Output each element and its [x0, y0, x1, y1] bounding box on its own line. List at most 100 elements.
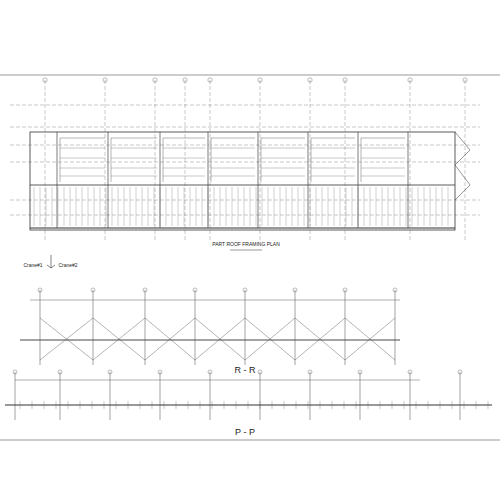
purlin	[111, 158, 157, 159]
stiffener	[404, 401, 405, 409]
frame-line	[358, 132, 359, 228]
stiffener	[152, 401, 153, 409]
bracing	[295, 318, 345, 360]
rafter-line	[136, 187, 137, 226]
column-line	[195, 290, 196, 365]
stiffener	[116, 401, 117, 409]
bracing	[195, 318, 245, 360]
frame-line	[111, 138, 157, 139]
rafter-line	[148, 187, 149, 226]
purlin	[261, 176, 305, 177]
frame-line	[311, 138, 312, 182]
purlin	[60, 168, 105, 169]
frame-line	[60, 138, 105, 139]
stiffener	[248, 401, 249, 409]
rafter-line	[340, 187, 341, 226]
rafter-line	[304, 187, 305, 226]
stiffener	[176, 401, 177, 409]
grid-line	[185, 80, 186, 240]
purlin	[261, 148, 305, 149]
grid-bubble	[343, 288, 347, 292]
rafter-line	[250, 187, 251, 226]
sheet-border	[0, 75, 500, 76]
rafter-line	[70, 187, 71, 226]
rafter-line	[244, 187, 245, 226]
purlin	[60, 148, 105, 149]
rafter-line	[34, 187, 35, 226]
rafter-line	[406, 187, 407, 226]
crane-label: Crane#2	[57, 263, 78, 269]
grid-bubble	[38, 288, 42, 292]
column-line	[160, 372, 161, 420]
rafter-line	[190, 187, 191, 226]
rafter-line	[142, 187, 143, 226]
dimension-line	[15, 380, 420, 381]
rafter-line	[268, 187, 269, 226]
rafter-line	[154, 187, 155, 226]
grid-bubble	[243, 288, 247, 292]
rafter-line	[82, 187, 83, 226]
column-line	[345, 290, 346, 365]
purlin	[311, 158, 355, 159]
rafter-line	[286, 187, 287, 226]
rafter-line	[76, 187, 77, 226]
rafter-line	[376, 187, 377, 226]
column-line	[15, 372, 16, 420]
grid-bubble	[308, 78, 312, 82]
rafter-line	[310, 187, 311, 226]
purlin	[211, 176, 255, 177]
stiffener	[284, 401, 285, 409]
stiffener	[356, 401, 357, 409]
stiffener	[32, 401, 33, 409]
frame-line	[160, 132, 161, 228]
purlin	[261, 168, 305, 169]
rafter-line	[94, 187, 95, 226]
rafter-line	[448, 187, 449, 226]
dimension-line	[30, 300, 400, 301]
frame-line	[261, 138, 262, 182]
rafter-line	[88, 187, 89, 226]
rafter-line	[208, 187, 209, 226]
grid-bubble	[158, 370, 162, 374]
stiffener	[212, 401, 213, 409]
stiffener	[476, 401, 477, 409]
rafter-line	[424, 187, 425, 226]
column-line	[410, 372, 411, 420]
rafter-line	[334, 187, 335, 226]
stiffener	[296, 401, 297, 409]
truss-chord	[20, 340, 400, 341]
purlin	[60, 158, 105, 159]
grid-line	[10, 105, 480, 106]
bracing	[145, 318, 195, 360]
stiffener	[344, 401, 345, 409]
purlin	[361, 168, 405, 169]
stiffener	[380, 401, 381, 409]
grid-bubble	[393, 288, 397, 292]
purlin	[361, 176, 405, 177]
rafter-line	[112, 187, 113, 226]
rafter-line	[100, 187, 101, 226]
stiffener	[272, 401, 273, 409]
bracing	[40, 318, 93, 360]
rafter-line	[394, 187, 395, 226]
rafter-line	[46, 187, 47, 226]
plan-title: PART ROOF FRAMING PLAN	[211, 242, 281, 248]
grid-bubble	[91, 288, 95, 292]
purlin	[311, 176, 355, 177]
frame-line	[308, 132, 309, 228]
bracing	[40, 318, 93, 360]
purlin	[211, 158, 255, 159]
rafter-line	[52, 187, 53, 226]
rafter-line	[418, 187, 419, 226]
stiffener	[428, 401, 429, 409]
purlin	[163, 148, 205, 149]
rafter-line	[40, 187, 41, 226]
bracing	[345, 318, 395, 360]
stiffener	[392, 401, 393, 409]
stiffener	[140, 401, 141, 409]
stiffener	[80, 401, 81, 409]
stiffener	[92, 401, 93, 409]
bracing	[245, 318, 295, 360]
bracing	[295, 318, 345, 360]
